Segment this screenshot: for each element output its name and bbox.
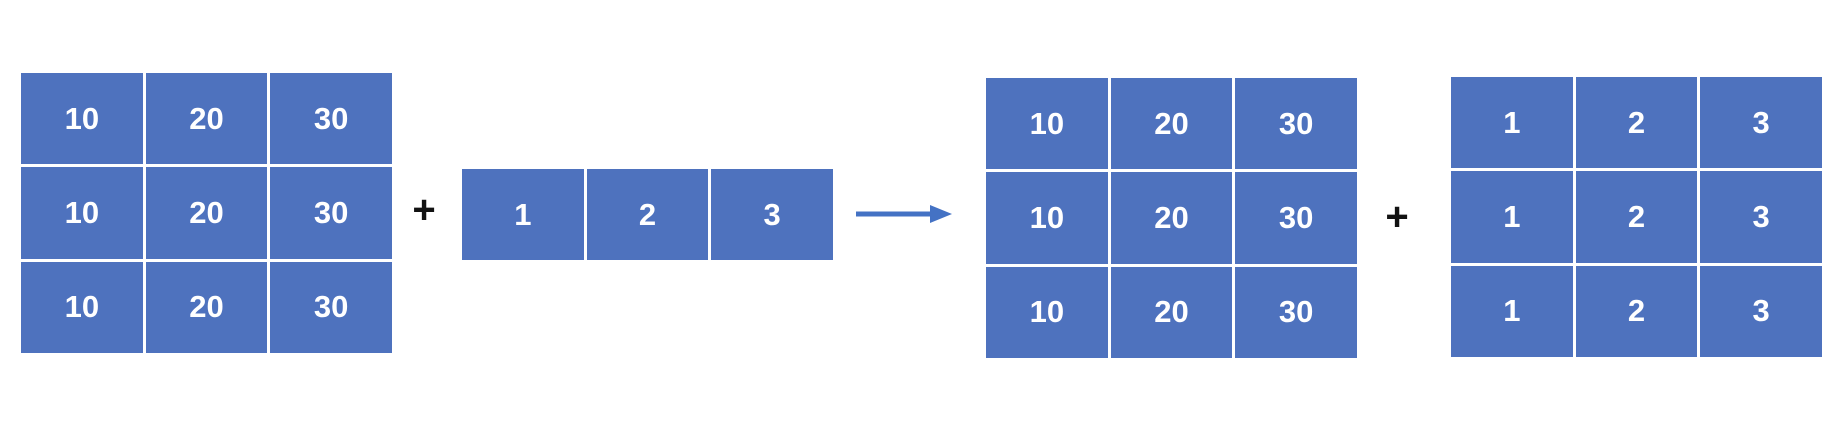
broadcast-matrix: 1 2 3 1 2 3 1 2 3 [1451,77,1822,357]
matrix-cell: 1 [1451,77,1573,169]
plus-operator: + [412,188,436,232]
left-matrix: 10 20 30 10 20 30 10 20 30 [21,73,392,353]
matrix-cell: 10 [21,261,143,353]
right-arrow-icon [856,201,956,227]
row-vector: 1 2 3 [462,169,833,260]
matrix-cell: 20 [1110,172,1233,264]
matrix-cell: 30 [270,261,392,353]
matrix-cell: 2 [1575,171,1698,263]
matrix-cell: 30 [1235,78,1357,170]
matrix-cell: 10 [986,172,1108,264]
matrix-cell: 10 [21,73,143,165]
matrix-cell: 10 [986,266,1108,358]
matrix-cell: 30 [1235,172,1357,264]
matrix-cell: 2 [1575,77,1698,169]
matrix-cell: 1 [1451,171,1573,263]
matrix-cell: 20 [145,261,268,353]
matrix-cell: 20 [1110,266,1233,358]
matrix-cell: 20 [145,73,268,165]
result-matrix: 10 20 30 10 20 30 10 20 30 [986,78,1357,358]
matrix-cell: 30 [1235,266,1357,358]
matrix-cell: 30 [270,73,392,165]
matrix-cell: 30 [270,167,392,259]
matrix-cell: 3 [1700,171,1822,263]
vector-cell: 2 [586,169,709,260]
matrix-cell: 10 [986,78,1108,170]
vector-cell: 1 [462,169,584,260]
matrix-cell: 3 [1700,265,1822,357]
matrix-cell: 20 [1110,78,1233,170]
matrix-cell: 10 [21,167,143,259]
vector-cell: 3 [711,169,833,260]
matrix-cell: 1 [1451,265,1573,357]
matrix-cell: 3 [1700,77,1822,169]
matrix-cell: 2 [1575,265,1698,357]
plus-operator: + [1385,195,1409,239]
matrix-cell: 20 [145,167,268,259]
